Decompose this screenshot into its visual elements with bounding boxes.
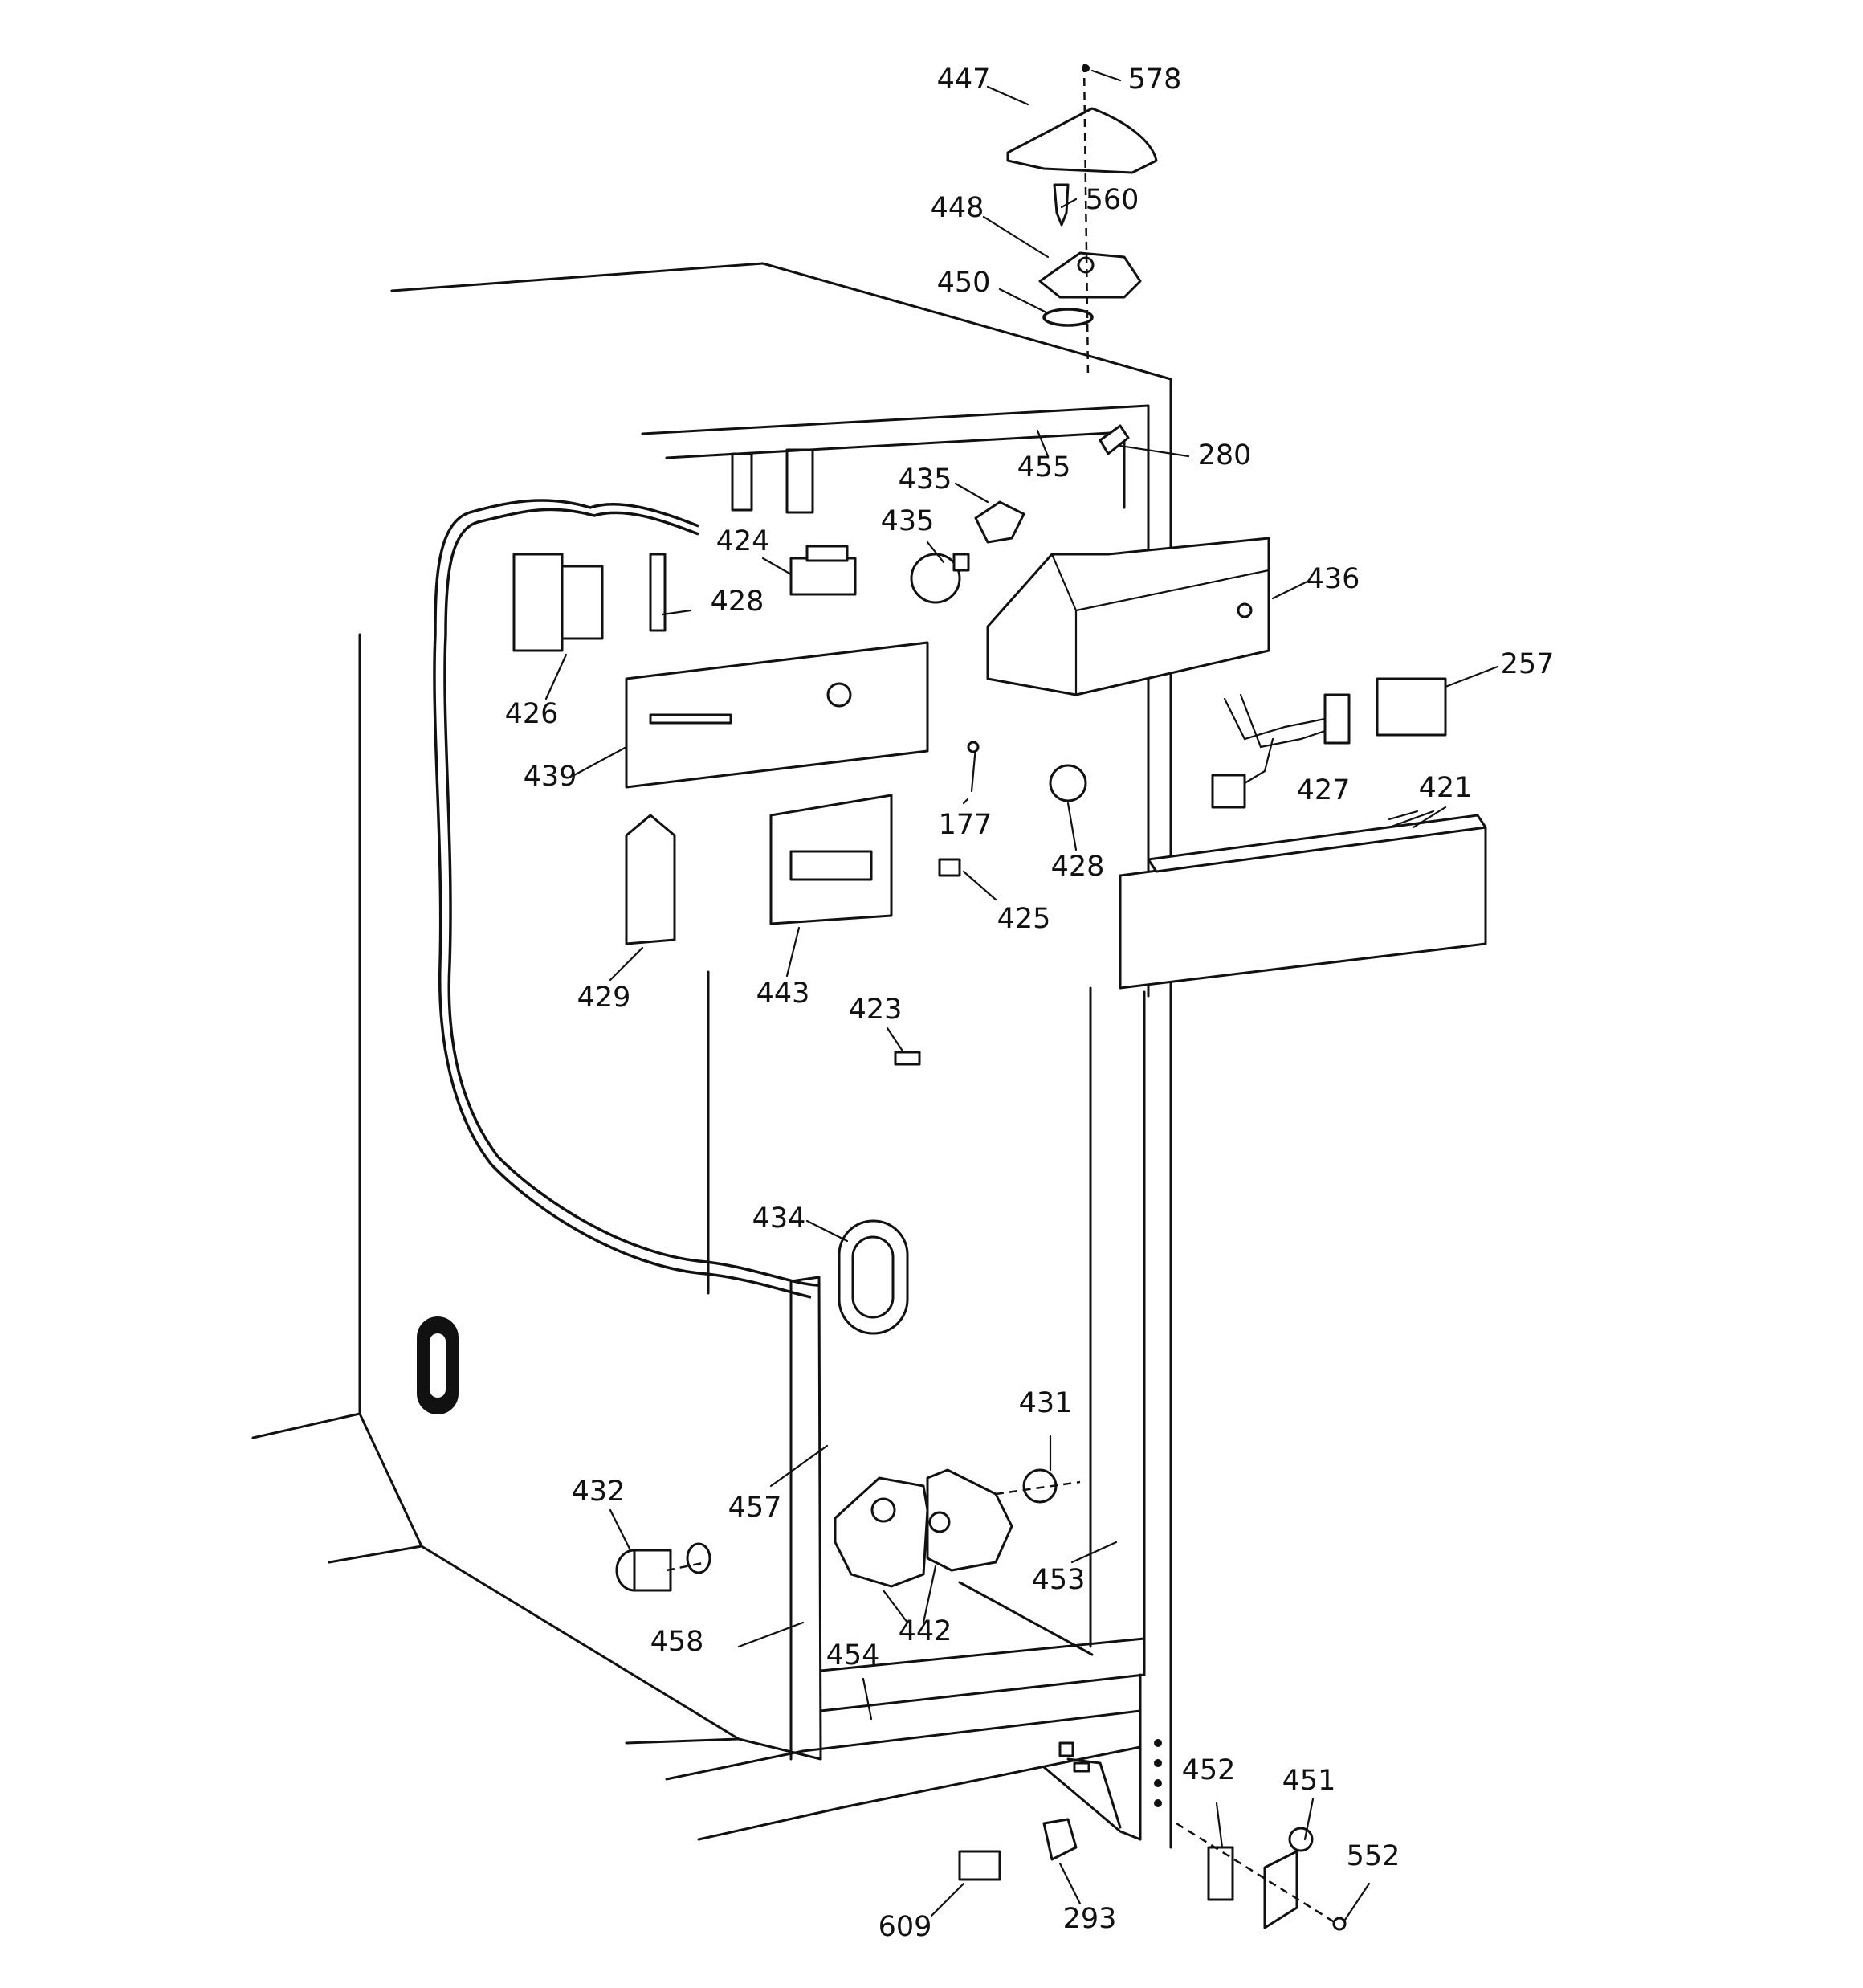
wiring-harness <box>1211 693 1351 809</box>
hinge-shim <box>1042 308 1094 327</box>
leader-lines <box>544 69 1499 1921</box>
door-stop-cover <box>1006 107 1158 174</box>
label-448: 448 <box>931 192 984 224</box>
label-434: 434 <box>752 1202 806 1235</box>
small-block <box>938 858 961 877</box>
cutaway-edge-inner <box>433 499 812 1299</box>
label-560: 560 <box>1086 184 1139 216</box>
control-housing <box>986 537 1270 696</box>
cabinet-outline <box>251 262 1172 1849</box>
label-451: 451 <box>1282 1765 1336 1797</box>
top-hinge <box>1038 251 1142 299</box>
label-552: 552 <box>1347 1840 1400 1872</box>
label-578: 578 <box>1128 63 1182 96</box>
light-lens <box>838 1219 909 1335</box>
hinge-pin-screw <box>1053 183 1070 227</box>
label-435-top: 435 <box>899 463 952 496</box>
label-429: 429 <box>577 982 631 1014</box>
label-427: 427 <box>1297 774 1351 806</box>
label-428-bracket: 428 <box>711 586 764 618</box>
label-432: 432 <box>572 1476 626 1508</box>
label-436: 436 <box>1307 563 1360 595</box>
label-423: 423 <box>849 994 903 1026</box>
label-450: 450 <box>937 267 991 299</box>
label-257: 257 <box>1501 648 1555 680</box>
label-454: 454 <box>826 1639 880 1672</box>
label-457: 457 <box>728 1492 782 1524</box>
part-labels: 447 578 448 560 450 455 280 435 435 424 … <box>505 63 1555 1943</box>
bracket-left <box>625 814 676 945</box>
label-609: 609 <box>879 1911 932 1943</box>
mounting-plate <box>769 794 893 925</box>
temperature-control <box>789 545 857 596</box>
damper-control <box>512 553 604 652</box>
label-431: 431 <box>1019 1387 1073 1419</box>
light-bulb <box>910 553 970 604</box>
control-rail <box>625 641 929 789</box>
cutaway-edge <box>443 508 820 1287</box>
switch-bracket <box>649 553 667 632</box>
label-435-bulb: 435 <box>881 505 935 537</box>
label-424: 424 <box>716 525 770 557</box>
plug-small <box>894 1051 921 1066</box>
label-280: 280 <box>1198 439 1252 471</box>
label-447: 447 <box>937 63 991 96</box>
light-shield <box>1119 814 1487 990</box>
wiring-connector <box>1099 424 1130 455</box>
sleeve <box>615 1542 711 1592</box>
label-177: 177 <box>939 809 993 841</box>
hinge-screw <box>1332 1917 1347 1931</box>
label-425: 425 <box>997 903 1051 935</box>
label-458: 458 <box>650 1626 704 1658</box>
label-455: 455 <box>1017 451 1071 484</box>
label-439: 439 <box>524 761 577 793</box>
label-452: 452 <box>1182 1754 1236 1786</box>
label-442: 442 <box>899 1615 952 1647</box>
bottom-hinge <box>1263 1827 1314 1929</box>
label-293: 293 <box>1063 1903 1117 1935</box>
label-443: 443 <box>756 978 810 1010</box>
gear-wheel <box>1049 764 1087 802</box>
oval-opening <box>417 1316 459 1414</box>
label-428-gear: 428 <box>1051 851 1105 883</box>
label-453: 453 <box>1032 1564 1086 1596</box>
label-421: 421 <box>1419 772 1473 804</box>
clip <box>1042 1818 1078 1861</box>
control-cam <box>834 1468 1013 1588</box>
leveling-leg <box>958 1850 1001 1881</box>
light-socket <box>974 500 1025 544</box>
label-426: 426 <box>505 698 559 730</box>
defrost-timer <box>1376 677 1447 737</box>
screw-small <box>967 741 980 793</box>
